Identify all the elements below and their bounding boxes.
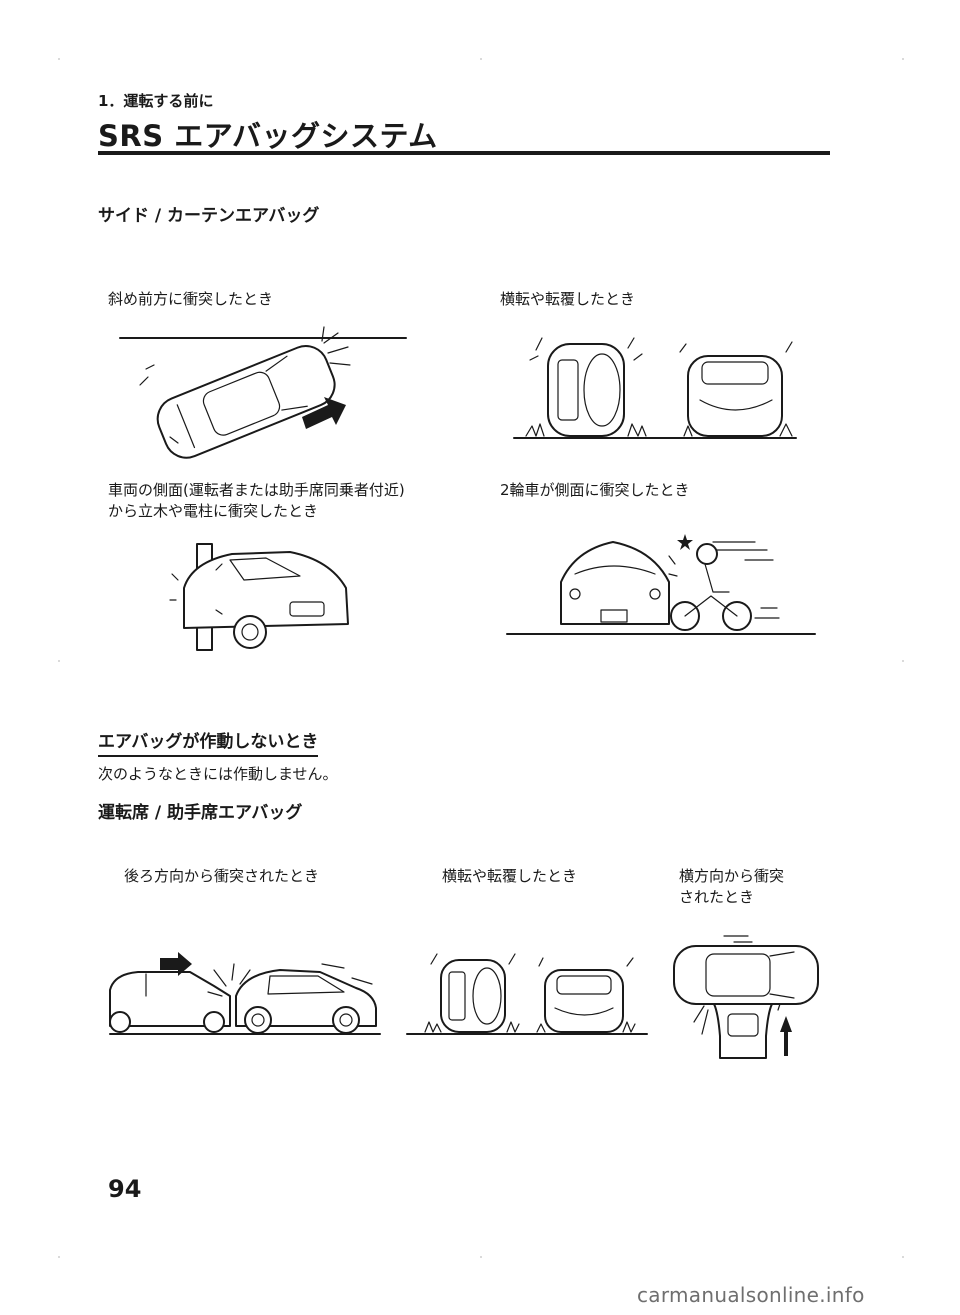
page-number: 94 <box>108 1175 142 1203</box>
section-heading-side-curtain: サイド / カーテンエアバッグ <box>98 206 320 226</box>
illustration-side-direction-collision <box>673 935 819 1059</box>
caption-diagonal-front: 斜め前方に衝突したとき <box>108 290 274 308</box>
section-heading-driver-passenger: 運転席 / 助手席エアバッグ <box>98 803 303 823</box>
caption-rear-collision: 後ろ方向から衝突されたとき <box>124 867 320 885</box>
illustration-rollover-front <box>406 953 648 1035</box>
watermark: carmanualsonline.info <box>637 1283 865 1307</box>
caption-side-direction-collision: 横方向から衝突 されたとき <box>679 867 785 906</box>
registration-dot <box>58 58 60 60</box>
caption-rollover-front: 横転や転覆したとき <box>442 867 578 885</box>
illustration-pole-side-collision <box>169 543 349 651</box>
registration-dot <box>58 660 60 662</box>
no-deploy-description: 次のようなときには作動しません。 <box>98 765 338 783</box>
illustration-diagonal-front-collision <box>119 326 407 459</box>
illustration-motorcycle-collision <box>506 534 816 635</box>
registration-dot <box>480 1256 482 1258</box>
registration-dot <box>902 660 904 662</box>
chapter-label: 1．運転する前に <box>98 92 214 110</box>
caption-motorcycle-side: 2輪車が側面に衝突したとき <box>500 481 690 499</box>
page-title: SRS エアバッグシステム <box>98 119 438 153</box>
registration-dot <box>902 58 904 60</box>
registration-dot <box>480 58 482 60</box>
caption-rollover: 横転や転覆したとき <box>500 290 636 308</box>
illustration-rear-collision <box>109 952 381 1035</box>
title-rule <box>98 151 830 155</box>
section-heading-no-deploy: エアバッグが作動しないとき <box>98 727 319 757</box>
registration-dot <box>902 1256 904 1258</box>
registration-dot <box>58 1256 60 1258</box>
caption-pole-side: 車両の側面(運転者または助手席同乗者付近) から立木や電柱に衝突したとき <box>108 481 405 520</box>
illustration-rollover-side <box>513 337 797 439</box>
